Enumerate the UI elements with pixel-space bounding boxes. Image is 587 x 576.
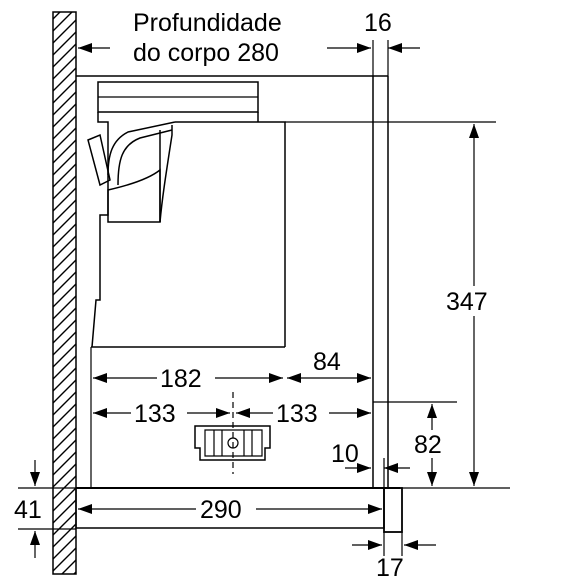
dim-10-label: 10 — [331, 440, 359, 468]
dim-84-label: 84 — [313, 348, 341, 376]
cabinet-outline — [76, 75, 389, 488]
control-box — [194, 392, 271, 474]
dim-41: 41 — [14, 460, 76, 558]
dim-347-label: 347 — [446, 288, 488, 316]
dim-41-label: 41 — [14, 496, 42, 524]
depth-label-line1: Profundidade — [133, 9, 282, 37]
dim-133-left-label: 133 — [134, 400, 176, 428]
dim-133-right-label: 133 — [276, 400, 318, 428]
dim-182: 182 — [93, 364, 283, 393]
dim-17-label: 17 — [376, 554, 404, 576]
dim-16-label: 16 — [364, 9, 392, 37]
dim-290-label: 290 — [200, 496, 242, 524]
dim-10: 10 — [331, 440, 410, 488]
wall — [52, 11, 77, 575]
dim-16: 16 — [364, 9, 420, 76]
depth-label-line2: do corpo 280 — [133, 39, 279, 67]
dim-133-pair: 133 133 — [93, 400, 371, 428]
dim-82: 82 — [412, 404, 452, 486]
dim-182-label: 182 — [160, 365, 202, 393]
dim-290: 290 — [78, 494, 382, 524]
hood-unit — [75, 81, 510, 533]
dim-84: 84 — [287, 348, 371, 383]
dim-347: 347 — [446, 124, 502, 486]
dim-17: 17 — [352, 532, 436, 576]
dim-82-label: 82 — [414, 431, 442, 459]
dim-depth-280: Profundidade do corpo 280 — [78, 9, 374, 76]
